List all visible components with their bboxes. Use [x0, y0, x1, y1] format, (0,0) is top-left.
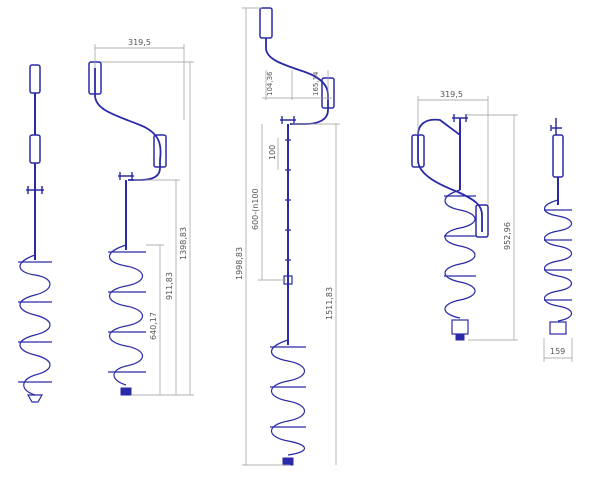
- auger-e: [543, 118, 573, 335]
- dim-total-length-c: 1998,83: [235, 247, 244, 280]
- dim-lower-length-c: 1511,83: [325, 287, 334, 320]
- auger-e-grip: [552, 134, 564, 178]
- auger-c: [259, 7, 335, 466]
- auger-d-spiral: [444, 189, 476, 319]
- auger-c-dimensions: 1998,83 600-(n100 100 104,36 165,14 1511…: [235, 7, 340, 466]
- auger-b-lower-grip: [153, 134, 167, 168]
- auger-b-spiral: [108, 244, 144, 386]
- auger-a-flight-edges: [18, 261, 52, 383]
- auger-a-clamp: [26, 186, 44, 194]
- dim-total-length-d: 952,96: [503, 222, 512, 250]
- dim-total-length-b: 1398,83: [179, 227, 188, 260]
- dim-rod-step-c: 100: [268, 145, 277, 160]
- auger-e-dimensions: 159: [543, 338, 573, 362]
- auger-a-middle-grip: [29, 134, 41, 164]
- auger-e-base: [549, 321, 567, 335]
- auger-d-crank: [417, 118, 483, 232]
- dim-rod-adjust-c: 600-(n100: [251, 188, 260, 230]
- auger-a-tip: [26, 394, 44, 403]
- auger-c-clamp: [280, 116, 296, 124]
- auger-d-lower-grip: [475, 204, 489, 238]
- auger-b-clamp: [118, 172, 134, 180]
- auger-d-tip: [455, 333, 465, 341]
- auger-e-spiral: [543, 199, 573, 322]
- auger-c-rod-marks: [285, 139, 291, 261]
- auger-c-flight-edges: [270, 346, 306, 428]
- auger-d-flight-edges: [444, 195, 476, 277]
- auger-e-top-fitting: [550, 118, 562, 135]
- auger-c-upper-grip: [259, 7, 273, 39]
- dim-offset-right-c: 165,14: [312, 71, 320, 96]
- auger-c-spiral: [270, 339, 306, 456]
- auger-a-spiral: [19, 254, 51, 396]
- auger-b-tip: [120, 387, 132, 396]
- auger-b-dimensions: 319,5 1398,83 911,83 640,17: [94, 38, 194, 396]
- auger-d: [411, 114, 489, 341]
- auger-d-base: [451, 319, 469, 335]
- dim-handle-width-d: 319,5: [440, 90, 463, 99]
- auger-b-flight-edges: [108, 251, 146, 373]
- auger-d-dimensions: 319,5 952,96: [417, 90, 518, 341]
- auger-a-top-grip: [29, 64, 41, 94]
- dim-offset-left-c: 104,36: [266, 71, 274, 96]
- dim-handle-width-b: 319,5: [128, 38, 151, 47]
- dim-auger-length-b: 640,17: [149, 312, 158, 340]
- auger-b: [88, 61, 167, 396]
- auger-c-tip: [282, 457, 294, 466]
- auger-c-crank: [265, 38, 329, 125]
- dim-lower-length-b: 911,83: [165, 272, 174, 300]
- dim-diameter-e: 159: [550, 347, 565, 356]
- auger-b-crank: [94, 68, 162, 181]
- auger-c-joint: [283, 275, 293, 285]
- auger-a: [18, 64, 52, 403]
- auger-e-flight-edges: [544, 209, 572, 301]
